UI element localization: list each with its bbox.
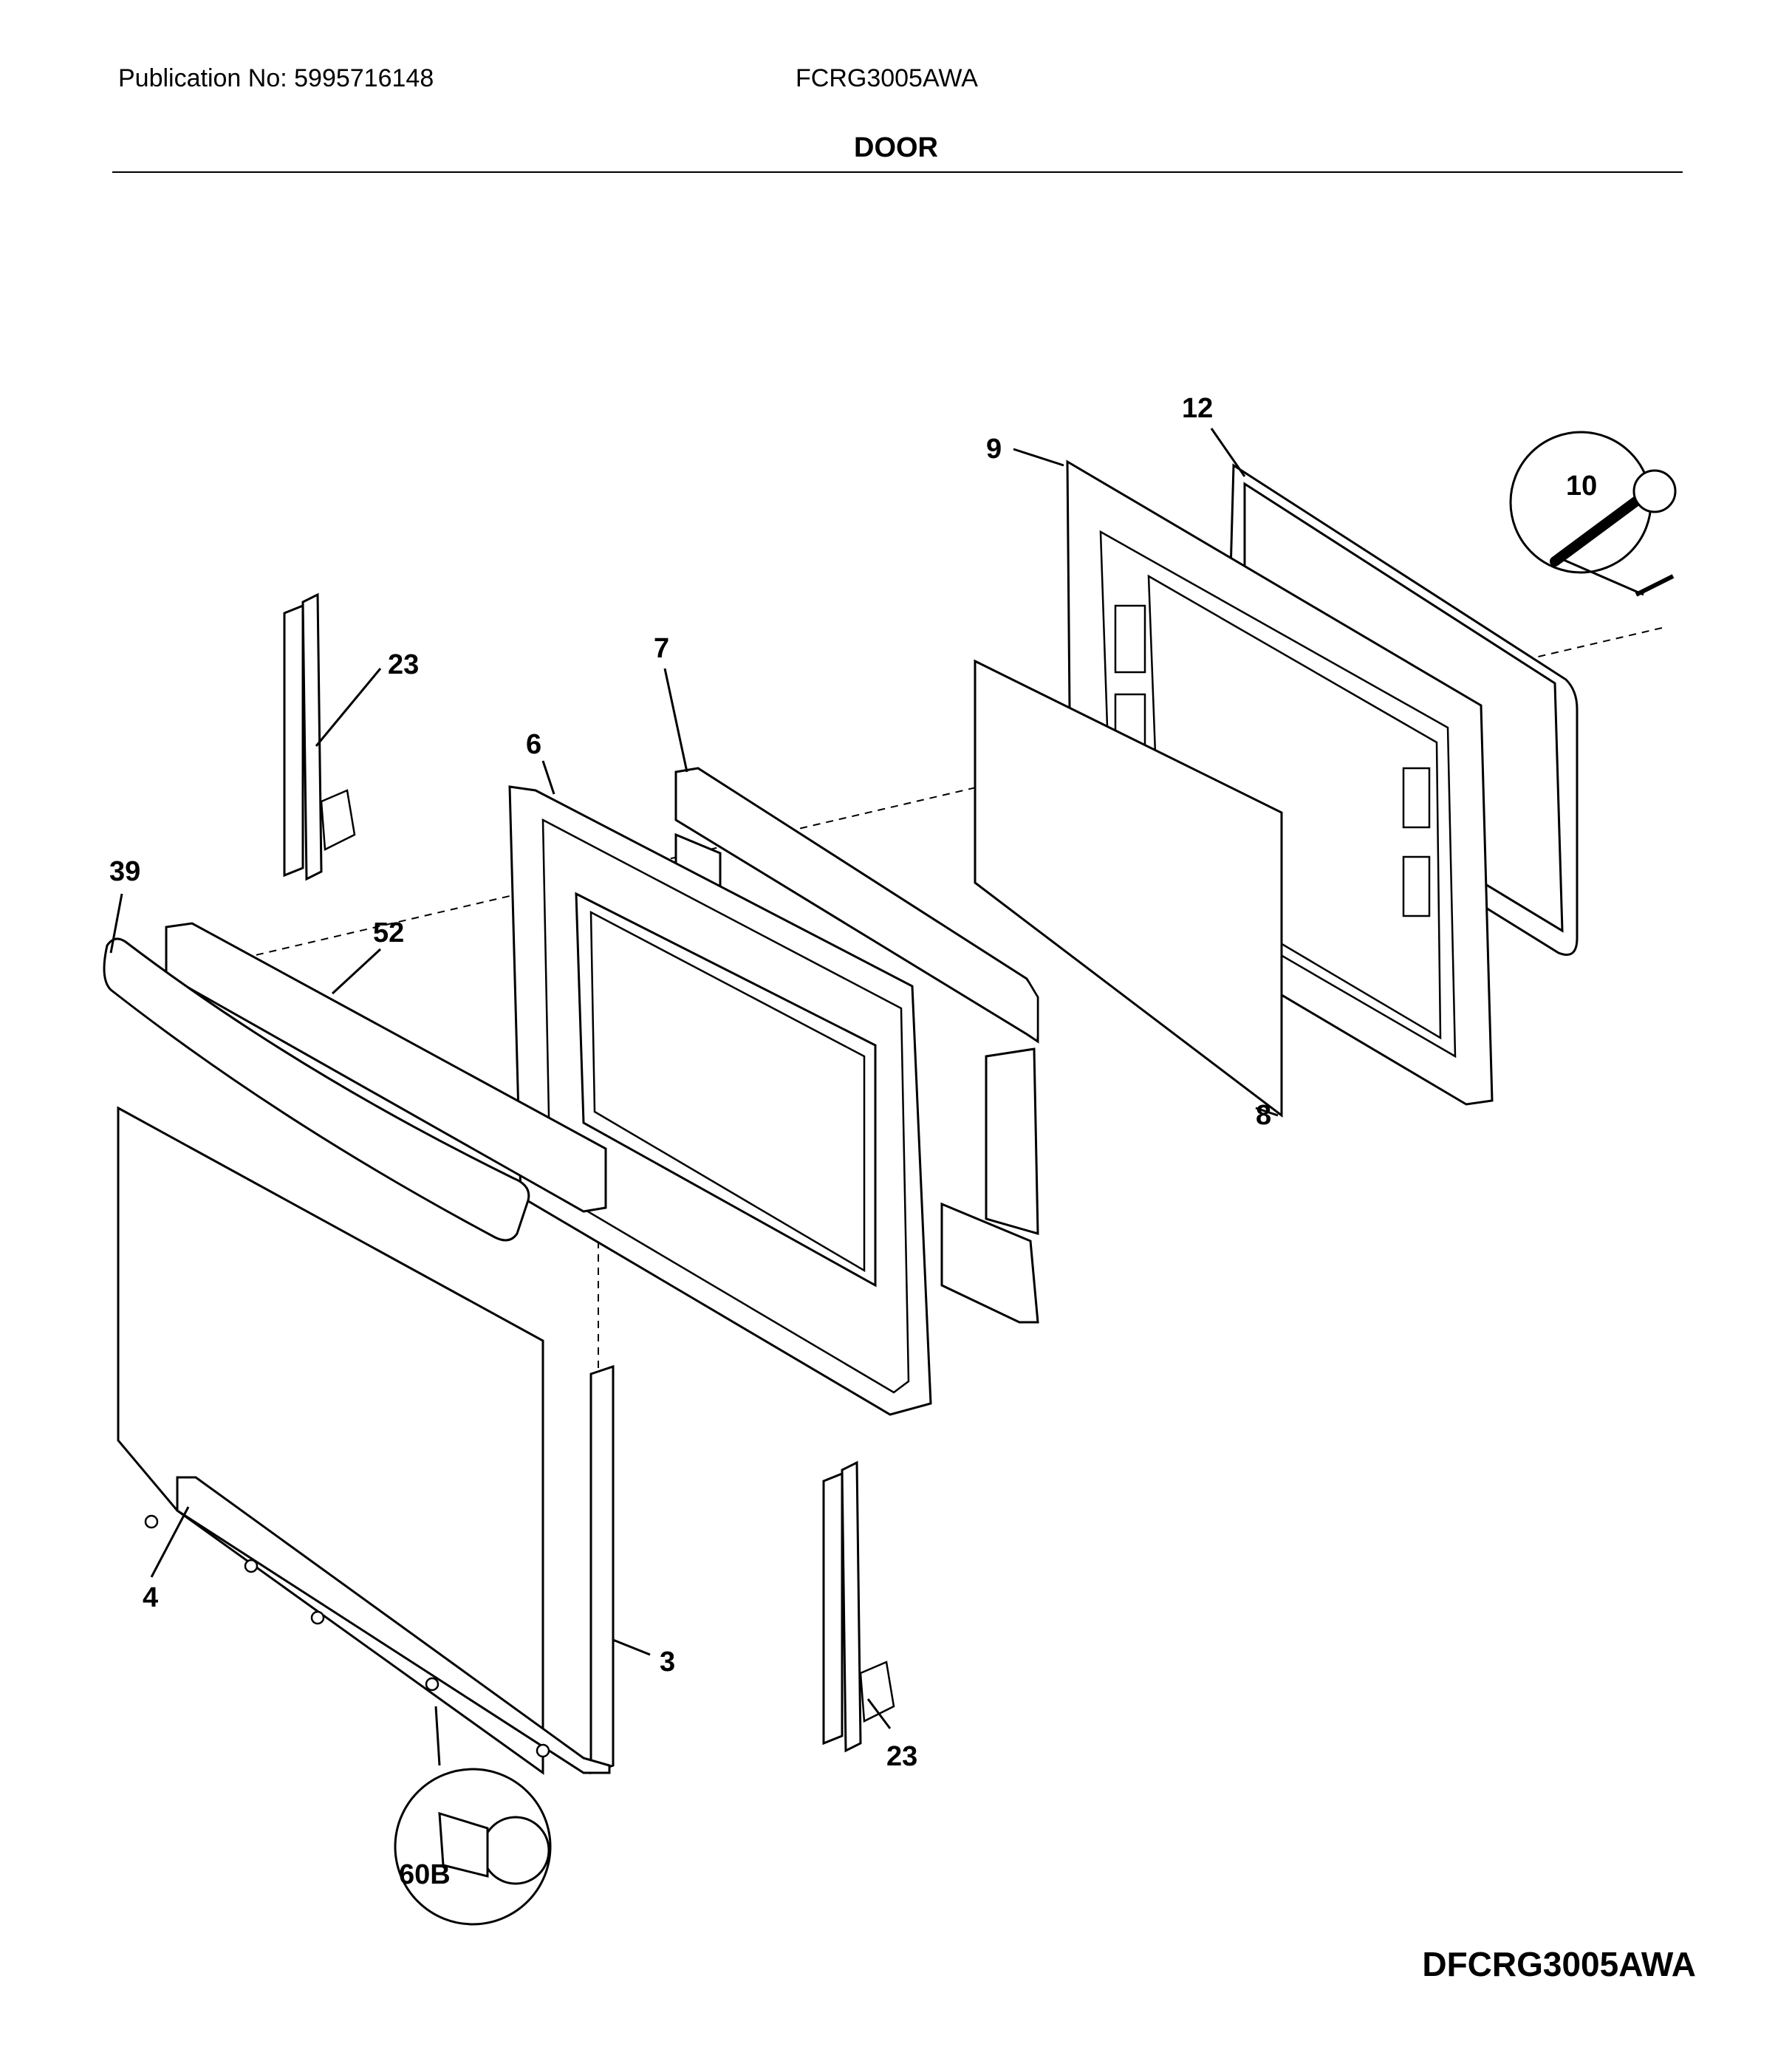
callout-4: 4 — [143, 1582, 158, 1613]
callout-52: 52 — [373, 917, 404, 948]
callout-6: 6 — [526, 729, 541, 760]
callout-3: 3 — [660, 1647, 675, 1678]
model-number: FCRG3005AWA — [796, 64, 978, 92]
part-23-hinge-upper — [283, 592, 356, 881]
callout-7: 7 — [654, 633, 669, 664]
part-9-inner-liner — [1066, 459, 1494, 1106]
part-23-hinge-lower — [822, 1460, 895, 1753]
callout-10: 10 — [1566, 471, 1597, 502]
publication-number: Publication No: 5995716148 — [118, 64, 434, 92]
leader-lines — [109, 428, 1279, 1729]
part-6-door-frame — [508, 785, 932, 1416]
detail-10-pin — [1509, 431, 1677, 597]
part-39-handle — [103, 937, 530, 1242]
part-3-outer-panel — [117, 1106, 615, 1775]
callout-60b: 60B — [399, 1859, 451, 1890]
section-title: DOOR — [854, 132, 938, 163]
callout-12: 12 — [1182, 393, 1213, 424]
part-4-bottom-trim — [176, 1476, 611, 1774]
screws-60b — [144, 1514, 550, 1758]
callout-23-upper: 23 — [388, 649, 419, 680]
callout-39: 39 — [109, 856, 140, 887]
callout-8: 8 — [1256, 1100, 1271, 1131]
part-8-glass — [974, 659, 1283, 1118]
detail-60b-screw — [394, 1706, 552, 1926]
drawing-code: DFCRG3005AWA — [1422, 1945, 1696, 1983]
header-rule — [112, 171, 1683, 173]
callout-23-lower: 23 — [886, 1741, 917, 1772]
callout-9: 9 — [986, 434, 1002, 465]
